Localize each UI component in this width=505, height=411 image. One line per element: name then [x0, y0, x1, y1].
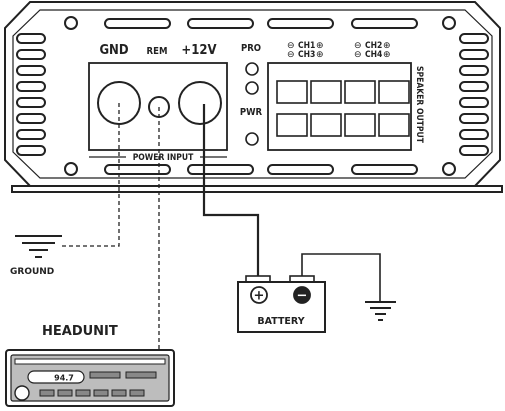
indicators: PRO PWR: [240, 43, 263, 146]
speaker-terminal: [378, 113, 410, 137]
screw-icon: [442, 162, 456, 176]
indicator-led-icon: [245, 81, 259, 95]
ch2-minus-icon: ⊖: [354, 41, 362, 51]
battery-ground-wire: [301, 253, 381, 302]
pwr-label: PWR: [240, 107, 263, 118]
speaker-terminal: [344, 80, 376, 104]
battery-minus-sign: −: [297, 289, 308, 304]
speaker-terminal: [310, 113, 342, 137]
ch3-minus-icon: ⊖: [287, 50, 295, 60]
headunit-title: HEADUNIT: [42, 324, 118, 339]
ch3-plus-icon: ⊕: [316, 50, 324, 60]
headunit-button: [75, 389, 91, 397]
headunit-button: [125, 371, 157, 379]
headunit: 94.7: [5, 349, 175, 407]
ch4-plus-icon: ⊕: [383, 50, 391, 60]
right-vent-slots: [459, 33, 489, 156]
plus12v-terminal: [178, 81, 222, 125]
ch4-label: CH4: [365, 50, 382, 60]
headunit-button: [129, 389, 145, 397]
wires: [60, 103, 381, 355]
rem-label: REM: [147, 46, 168, 57]
headunit-button: [89, 371, 121, 379]
plus12v-label: +12V: [181, 43, 216, 58]
headunit-display-text: 94.7: [54, 374, 74, 383]
pro-led-icon: [245, 62, 259, 76]
disc-slot: [14, 358, 166, 365]
ch3-label: CH3: [298, 50, 315, 60]
ground-label: GROUND: [10, 267, 54, 277]
speaker-terminal: [276, 113, 308, 137]
ch1-minus-icon: ⊖: [287, 41, 295, 51]
ch1-plus-icon: ⊕: [316, 41, 324, 51]
headunit-button: [93, 389, 109, 397]
screw-icon: [442, 16, 456, 30]
battery-minus-icon: [293, 286, 311, 304]
gnd-label: GND: [99, 43, 128, 58]
ch1-label: CH1: [298, 41, 315, 51]
speaker-terminal: [310, 80, 342, 104]
battery-plus-sign: +: [254, 289, 265, 304]
pro-label: PRO: [241, 43, 261, 54]
channel-labels: ⊖ CH1 ⊕ ⊖ CH3 ⊕ ⊖ CH2 ⊕ ⊖ CH4 ⊕: [287, 41, 391, 60]
ch2-label: CH2: [365, 41, 382, 51]
battery-plus-icon: [250, 286, 268, 304]
amplifier-inner-frame: [12, 9, 493, 179]
speaker-terminal: [344, 113, 376, 137]
speaker-output-block: SPEAKER OUTPUT: [267, 62, 424, 151]
speaker-terminal: [276, 80, 308, 104]
top-vent-slots: [104, 18, 418, 29]
headunit-display: [27, 370, 85, 384]
battery-label: BATTERY: [257, 316, 304, 327]
headunit-button: [57, 389, 73, 397]
speaker-terminal-block: [267, 62, 412, 151]
ch2-plus-icon: ⊕: [383, 41, 391, 51]
left-vent-slots: [16, 33, 46, 156]
screw-icon: [64, 162, 78, 176]
power-wire: [202, 104, 260, 279]
ch4-minus-icon: ⊖: [354, 50, 362, 60]
volume-knob-icon: [14, 385, 30, 401]
screw-icon: [64, 16, 78, 30]
pwr-led-icon: [245, 132, 259, 146]
amplifier: GND REM +12V POWER INPUT PRO PWR ⊖ CH1 ⊕…: [4, 1, 503, 193]
speaker-terminal: [378, 80, 410, 104]
power-input-label: POWER INPUT: [133, 153, 194, 163]
headunit-button: [111, 389, 127, 397]
headunit-button: [39, 389, 55, 397]
speaker-output-label: SPEAKER OUTPUT: [414, 66, 424, 144]
ground-wire: [60, 103, 120, 247]
battery: + − BATTERY: [237, 275, 326, 333]
mounting-screws: [64, 16, 456, 176]
ground-symbol-right: [365, 301, 396, 321]
ground-symbol-left: [15, 235, 62, 258]
